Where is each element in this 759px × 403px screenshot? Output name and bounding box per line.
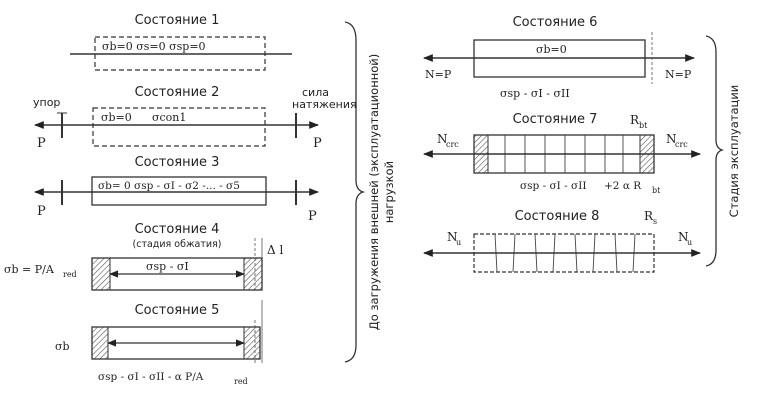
state-3-stress: σb= 0 σsp - σI - σ2 -... - σ5	[98, 180, 240, 192]
state-2-p-left: P	[37, 136, 46, 151]
state-6-n-left: N=P	[425, 68, 452, 81]
state-7: Состояние 7 R bt N crc N crc σsp - σI - …	[423, 112, 701, 195]
state-6: Состояние 6 σb=0 N=P N=P σsp - σI - σII	[423, 15, 695, 100]
left-stage-label-1: До загружения внешней (эксплуатационной)	[367, 54, 381, 331]
state-2-p-right: P	[313, 136, 322, 151]
svg-text:crc: crc	[675, 140, 688, 149]
state-2-title: Состояние 2	[135, 85, 220, 100]
left-stage-bracket: До загружения внешней (эксплуатационной)…	[344, 21, 396, 363]
state-2-stress-b: σb=0	[101, 111, 132, 124]
state-7-title: Состояние 7	[513, 112, 598, 127]
state-4: Состояние 4 (стадия обжатия) σsp - σI σb…	[4, 222, 283, 292]
svg-text:u: u	[687, 238, 692, 247]
svg-text:u: u	[456, 238, 461, 247]
state-7-bottom: σsp - σI - σII	[520, 180, 587, 192]
state-5-title: Состояние 5	[135, 303, 220, 318]
state-5-left-stress: σb	[55, 340, 70, 353]
state-5: Состояние 5 σb σsp - σI - σII - α P/A re…	[55, 300, 263, 386]
state-7-n-left: N	[437, 132, 448, 146]
state-7-rbt: R	[630, 113, 640, 127]
svg-text:s: s	[653, 217, 657, 226]
state-6-title: Состояние 6	[513, 15, 598, 30]
state-5-bottom-sub: red	[234, 377, 248, 386]
state-3-title: Состояние 3	[135, 155, 220, 170]
state-1-title: Состояние 1	[135, 13, 220, 28]
svg-text:bt: bt	[652, 186, 661, 195]
state-6-n-right: N=P	[665, 68, 692, 81]
right-stage-bracket: Стадия эксплуатации	[705, 35, 741, 267]
state-8-title: Состояние 8	[515, 209, 600, 224]
state-8-n-right: N	[678, 230, 689, 244]
state-6-stress: σb=0	[536, 43, 567, 56]
state-3-p-left: P	[37, 204, 46, 219]
state-2: Состояние 2 σb=0 σcon1 упор сила натяжен…	[33, 85, 357, 151]
state-3-p-right: P	[308, 209, 317, 224]
state-3: Состояние 3 σb= 0 σsp - σI - σ2 -... - σ…	[34, 155, 319, 224]
state-4-subtitle: (стадия обжатия)	[133, 239, 222, 250]
left-stage-label-2: нагрузкой	[382, 161, 396, 223]
state-7-bottom-2: +2 α R	[604, 180, 642, 192]
state-4-title: Состояние 4	[135, 222, 220, 237]
state-1: Состояние 1 σb=0 σs=0 σsp=0	[70, 13, 292, 71]
upor-label: упор	[33, 96, 60, 109]
state-7-n-right: N	[666, 132, 677, 146]
right-stage-label: Стадия эксплуатации	[727, 85, 741, 218]
state-8-rs: R	[644, 209, 654, 223]
state-8-n-left: N	[447, 230, 458, 244]
svg-text:bt: bt	[639, 121, 648, 130]
state-4-left-stress: σb = P/A	[4, 263, 55, 276]
state-6-bottom: σsp - σI - σII	[500, 87, 570, 100]
state-1-stress: σb=0 σs=0 σsp=0	[102, 40, 206, 53]
sila-label-2: натяжения	[292, 98, 357, 111]
svg-text:crc: crc	[446, 140, 459, 149]
state-8: Состояние 8 R s N u N u	[423, 209, 701, 273]
state-4-stress: σsp - σI	[146, 260, 189, 273]
delta-l-label: Δ l	[267, 243, 283, 257]
state-4-left-sub: red	[63, 270, 77, 279]
sila-label-1: сила	[302, 86, 329, 99]
state-2-stress-con: σcon1	[152, 111, 186, 124]
state-5-bottom-stress: σsp - σI - σII - α P/A	[98, 371, 204, 383]
